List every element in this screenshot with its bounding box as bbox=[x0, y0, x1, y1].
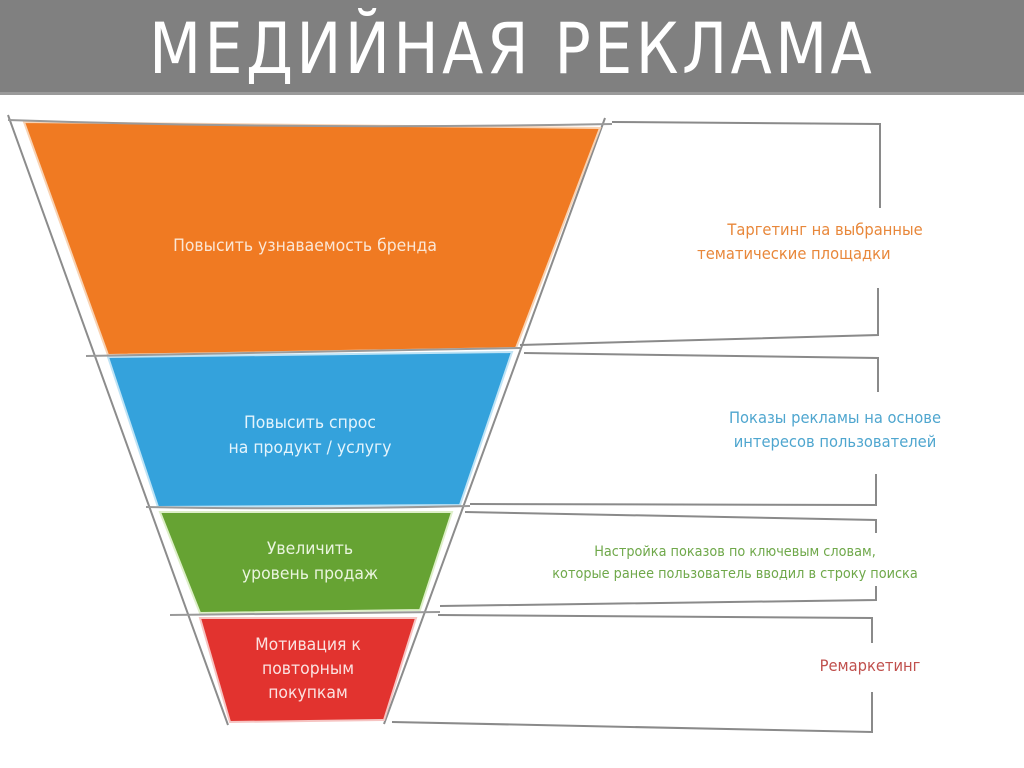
note-demand: Показы рекламы на основе интересов польз… bbox=[711, 406, 959, 454]
title-bar: МЕДИЙНАЯ РЕКЛАМА bbox=[0, 0, 1024, 95]
note-line: интересов пользователей bbox=[733, 432, 937, 451]
funnel-stage-sales bbox=[158, 511, 454, 615]
stage-label-line: Повысить узнаваемость бренда bbox=[173, 236, 437, 256]
note-line: Таргетинг на выбранные bbox=[727, 220, 923, 239]
stage-label-line: Повысить спрос bbox=[244, 413, 376, 433]
note-brackets bbox=[391, 121, 881, 734]
note-line: которые ранее пользователь вводил в стро… bbox=[552, 566, 918, 582]
stage-label-line: Мотивация к bbox=[255, 635, 361, 655]
note-awareness: Таргетинг на выбранные тематические площ… bbox=[692, 218, 959, 266]
funnel-stage-demand bbox=[106, 350, 514, 509]
stage-label-line: Увеличить bbox=[266, 539, 354, 559]
note-line: Ремаркетинг bbox=[819, 656, 921, 675]
page-title: МЕДИЙНАЯ РЕКЛАМА bbox=[148, 8, 876, 90]
funnel-stage-retention bbox=[198, 617, 418, 724]
note-retention: Ремаркетинг bbox=[806, 654, 935, 678]
stage-label-line: уровень продаж bbox=[241, 564, 379, 584]
stage-label-line: повторным bbox=[262, 659, 354, 679]
note-line: Показы рекламы на основе bbox=[728, 408, 942, 427]
stage-dividers bbox=[7, 119, 613, 616]
stage-label-awareness: Повысить узнаваемость бренда bbox=[135, 234, 475, 259]
note-sales: Настройка показов по ключевым словам, ко… bbox=[519, 541, 951, 585]
stage-label-retention: Мотивация к повторным покупкам bbox=[209, 633, 408, 705]
note-line: тематические площадки bbox=[697, 244, 891, 263]
stage-label-sales: Увеличить уровень продаж bbox=[190, 537, 429, 587]
funnel-outline bbox=[7, 114, 606, 726]
note-line: Настройка показов по ключевым словам, bbox=[594, 544, 876, 560]
stage-label-line: на продукт / услугу bbox=[228, 438, 392, 458]
stage-label-demand: Повысить спрос на продукт / услугу bbox=[172, 411, 448, 461]
stage-label-line: покупкам bbox=[268, 683, 348, 703]
